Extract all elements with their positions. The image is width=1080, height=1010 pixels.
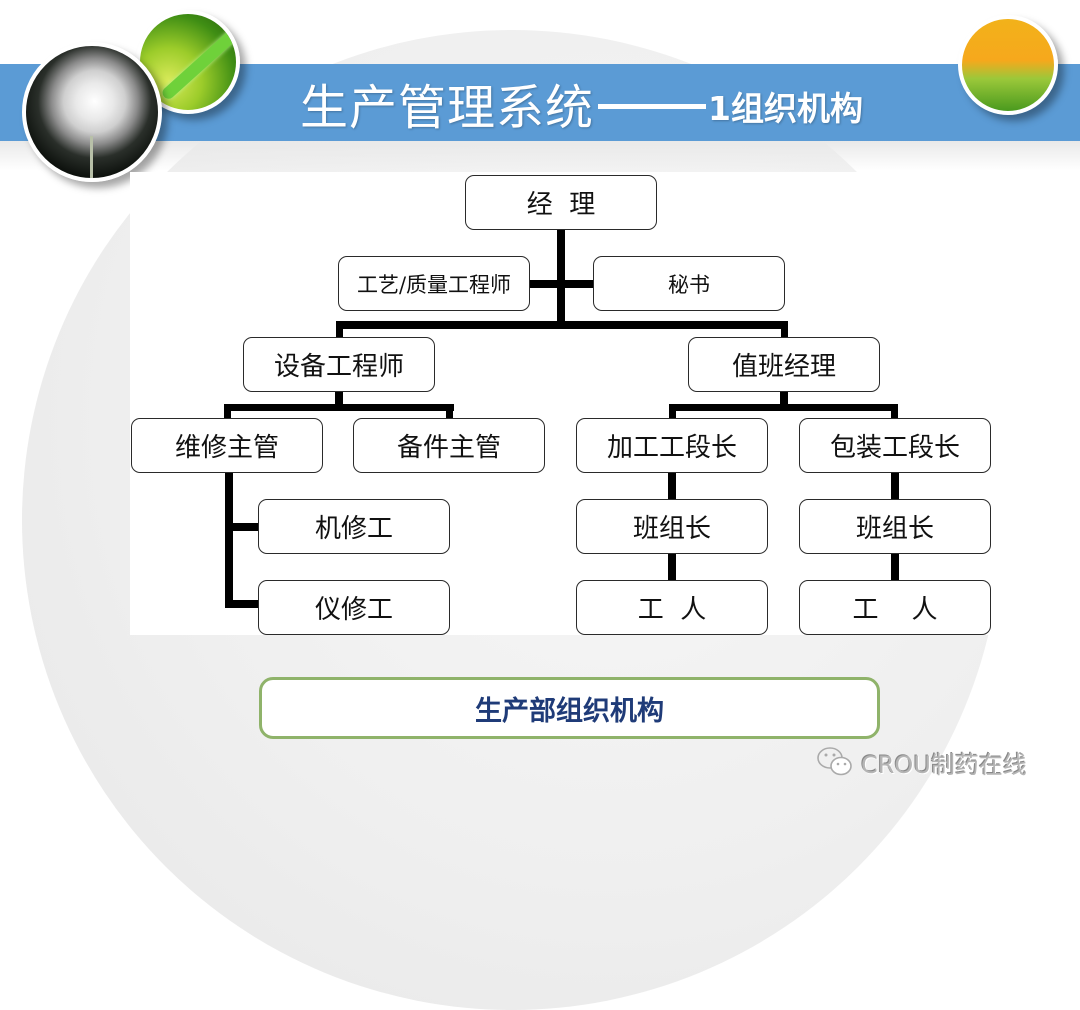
node-manager: 经 理	[465, 175, 657, 230]
node-label: 工艺/质量工程师	[356, 272, 512, 297]
node-maintenance-supervisor: 维修主管	[131, 418, 323, 473]
node-label: 工 人	[637, 595, 707, 625]
node-packaging-section-chief: 包装工段长	[799, 418, 991, 473]
connector-level2-bar	[336, 321, 788, 329]
title-main: 生产管理系统	[300, 80, 595, 136]
node-label: 班组长	[855, 514, 934, 544]
node-label: 值班经理	[731, 352, 836, 382]
banner-shadow	[0, 141, 1080, 171]
node-label: 设备工程师	[273, 352, 404, 382]
connector-repair-b	[225, 600, 260, 608]
node-workers-processing: 工 人	[576, 580, 768, 635]
node-label: 仪修工	[314, 595, 393, 625]
title-dash	[598, 103, 707, 109]
dandelion-photo	[22, 42, 162, 182]
node-processing-section-chief: 加工工段长	[576, 418, 768, 473]
node-process-quality-engineer: 工艺/质量工程师	[338, 256, 530, 311]
watermark-text: CROU制药在线	[861, 750, 1027, 779]
node-team-leader-packaging: 班组长	[799, 499, 991, 554]
node-label: 秘书	[668, 272, 710, 297]
node-secretary: 秘书	[593, 256, 785, 311]
node-instrument-technician: 仪修工	[258, 580, 450, 635]
wechat-icon	[817, 747, 852, 776]
node-label: 备件主管	[396, 433, 501, 463]
connector-staff	[529, 280, 593, 288]
node-shift-manager: 值班经理	[688, 337, 880, 392]
node-equipment-engineer: 设备工程师	[243, 337, 435, 392]
connector-right-trunk	[780, 391, 788, 407]
node-mechanic: 机修工	[258, 499, 450, 554]
connector-right-drop	[781, 321, 788, 339]
connector-right-drop-a	[669, 404, 676, 419]
node-label: 维修主管	[174, 433, 279, 463]
watermark: CROU制药在线	[815, 742, 1027, 782]
connector-left-bar	[224, 404, 454, 411]
connector-left-drop-a	[224, 404, 231, 419]
node-label: 工 人	[852, 595, 938, 625]
title-sub: 1组织机构	[708, 89, 863, 128]
org-chart-panel	[130, 172, 1080, 635]
connector-left-drop	[336, 321, 343, 339]
connector-root-trunk	[557, 228, 565, 326]
connector-repair-trunk	[225, 472, 233, 608]
node-label: 机修工	[314, 514, 393, 544]
connector-left-trunk	[335, 391, 343, 407]
tulip-photo	[958, 15, 1058, 115]
connector-left-drop-b	[446, 404, 453, 419]
node-spare-parts-supervisor: 备件主管	[353, 418, 545, 473]
node-label: 加工工段长	[606, 433, 737, 463]
node-team-leader-processing: 班组长	[576, 499, 768, 554]
slide-title: 生产管理系统 1组织机构	[300, 70, 863, 136]
caption-text: 生产部组织机构	[475, 695, 664, 727]
connector-repair-a	[225, 523, 260, 531]
connector-right-drop-b	[891, 404, 898, 419]
connector-right-bar	[669, 404, 898, 411]
chart-caption: 生产部组织机构	[259, 677, 880, 739]
node-label: 包装工段长	[829, 433, 960, 463]
node-label: 经 理	[526, 190, 596, 220]
node-label: 班组长	[632, 514, 711, 544]
node-workers-packaging: 工 人	[799, 580, 991, 635]
